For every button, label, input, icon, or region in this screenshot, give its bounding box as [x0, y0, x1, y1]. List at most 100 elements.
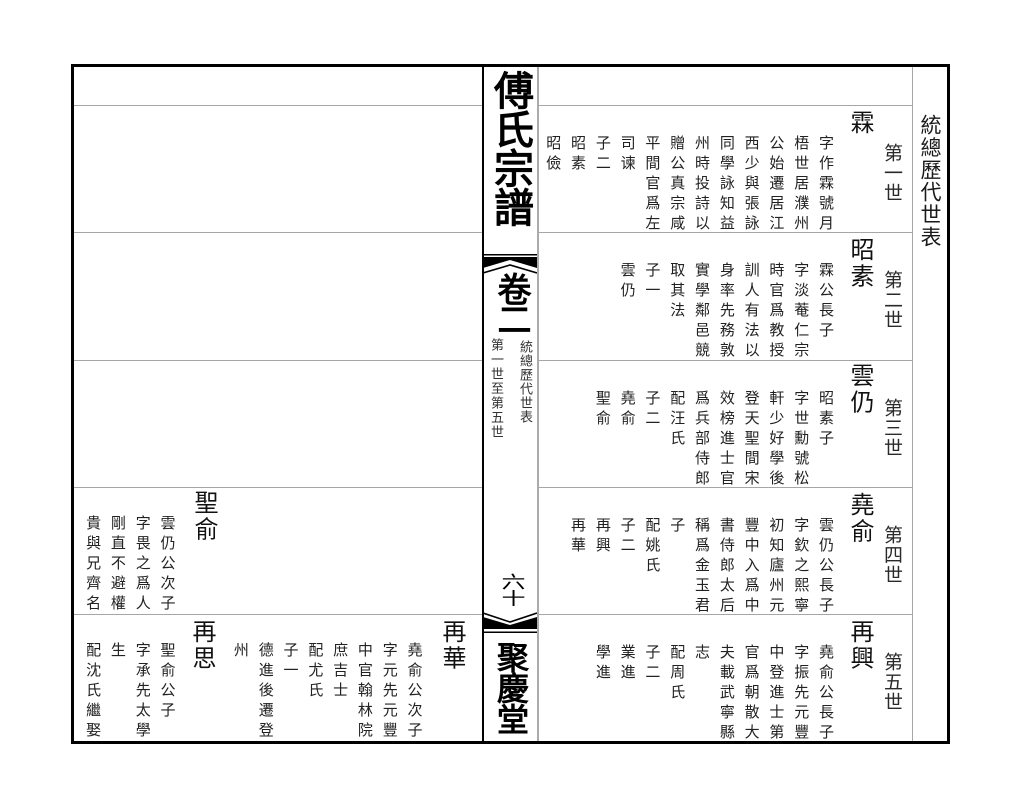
text-column: 中登進士第 — [767, 643, 786, 744]
row-divider — [74, 360, 482, 361]
left-row-4: 聖俞 雲仍公次子 字畏之爲人 剛直不避權 貴與兄齊名 — [74, 487, 482, 615]
center-column-right-border — [537, 67, 539, 741]
text-column: 昭素 — [569, 134, 588, 175]
text-column: 登天聖間宋 — [742, 389, 761, 490]
generation-label: 第二世 — [881, 270, 903, 330]
text-column: 子二 — [643, 389, 662, 430]
text-column: 貴與兄齊名 — [84, 514, 103, 615]
biography-text: 霖公長子 字淡菴仁宗 時官爲教授 訓人有法以 身率先務敦 實學鄰邑競 取其法 子… — [615, 262, 838, 362]
text-column: 堯俞公次子 — [405, 641, 424, 742]
text-column: 志 — [693, 643, 712, 664]
text-column: 雲仍公長子 — [817, 516, 835, 617]
text-column: 贈公真宗咸 — [668, 134, 687, 235]
text-column: 軒少好學後 — [767, 389, 786, 490]
row-divider — [539, 105, 912, 106]
text-column: 司谏 — [618, 134, 637, 175]
text-column: 中官翰林院 — [355, 641, 374, 742]
row-divider — [74, 105, 482, 106]
text-column: 同學詠知益 — [717, 134, 736, 235]
text-column: 昭素子 — [817, 389, 835, 450]
book-title: 傅氏宗譜 — [487, 70, 534, 226]
biography-text: 雲仍公長子 字欽之熙寧 初知廬州元 豐中入爲中 書侍郎太后 稱爲金玉君 子 配姚… — [565, 517, 838, 617]
text-column: 身率先務敦 — [717, 261, 736, 362]
biography-text: 昭素子 字世勳號松 軒少好學後 登天聖間宋 效榜進士官 爲兵部侍郎 配汪氏 子二… — [590, 390, 838, 490]
hall-name: 聚慶堂 — [492, 641, 530, 734]
volume-number: 卷二 — [491, 272, 531, 332]
person-name: 再華 — [438, 619, 466, 672]
generation-label: 第四世 — [881, 525, 903, 585]
row-divider — [539, 487, 912, 488]
person-name: 堯俞 — [846, 492, 874, 545]
text-column: 剛直不避權 — [108, 514, 127, 615]
text-column: 夫載武寧縣 — [717, 643, 736, 744]
row-divider — [74, 487, 482, 488]
text-column: 子二 — [593, 134, 612, 175]
left-row-5: 再華 堯俞公次子 字元先元豐 中官翰林院 庶吉士 配尤氏 子一 德進後遷登 州 … — [74, 614, 482, 742]
biography-text: 字作霖號月 梧世居濮州 公始遷居江 西少與張詠 同學詠知益 州時投詩以 贈公真宗… — [540, 135, 838, 235]
table-header-title: 統總歷代世表 — [918, 114, 942, 249]
generation-row-2: 第二世 昭素 霖公長子 字淡菴仁宗 時官爲教授 訓人有法以 身率先務敦 實學鄰邑… — [540, 232, 912, 362]
text-column: 雲仍 — [618, 261, 637, 302]
text-column: 西少與張詠 — [742, 134, 761, 235]
text-column: 字元先元豐 — [380, 641, 399, 742]
row-divider — [539, 232, 912, 233]
fishtail-top-ornament — [483, 254, 537, 274]
text-column: 訓人有法以 — [742, 261, 761, 362]
text-column: 德進後遷登 — [256, 641, 275, 742]
text-column: 平間官爲左 — [643, 134, 662, 235]
text-column: 字振先元豐 — [792, 643, 811, 744]
row-divider — [539, 360, 912, 361]
biography-text: 雲仍公次子 字畏之爲人 剛直不避權 貴與兄齊名 — [80, 515, 179, 615]
text-column: 效榜進士官 — [717, 389, 736, 490]
text-column: 官爲朝散大 — [742, 643, 761, 744]
text-column: 配汪氏 — [668, 389, 687, 450]
text-column: 配姚氏 — [643, 516, 662, 577]
text-column: 州時投詩以 — [693, 134, 712, 235]
person-name: 雲仍 — [846, 363, 874, 416]
text-column: 配沈氏繼娶 — [84, 641, 103, 742]
left-row-3 — [74, 360, 482, 487]
generation-label: 第五世 — [881, 652, 903, 712]
text-column: 實學鄰邑競 — [693, 261, 712, 362]
biography-text: 堯俞公長子 字振先元豐 中登進士第 官爲朝散大 夫載武寧縣 志 配周氏 子二 業… — [590, 644, 838, 744]
text-column: 書侍郎太后 — [717, 516, 736, 617]
text-column: 聖俞公子 — [158, 641, 177, 722]
biography-text: 堯俞公次子 字元先元豐 中官翰林院 庶吉士 配尤氏 子一 德進後遷登 州 — [228, 642, 426, 742]
person-name: 霖 — [846, 110, 874, 137]
text-column: 配周氏 — [668, 643, 687, 704]
generation-label: 第三世 — [881, 398, 903, 458]
row-divider — [539, 614, 912, 615]
row-divider — [74, 232, 482, 233]
section-title: 統總歷代世表 — [517, 340, 532, 424]
text-column: 字畏之爲人 — [133, 514, 152, 615]
person-name: 再思 — [188, 619, 216, 672]
text-column: 取其法 — [668, 261, 687, 322]
section-range: 第一世至第五世 — [488, 338, 503, 440]
person-name: 聖俞 — [190, 490, 218, 543]
text-column: 爲兵部侍郎 — [693, 389, 712, 490]
text-column: 公始遷居江 — [767, 134, 786, 235]
text-column: 業進 — [618, 643, 637, 684]
text-column: 生 — [108, 641, 127, 662]
text-column: 再華 — [569, 516, 588, 557]
fishtail-bottom-ornament — [483, 612, 537, 633]
center-column-left-border — [482, 67, 484, 741]
text-column: 學進 — [593, 643, 612, 684]
generation-row-3: 第三世 雲仍 昭素子 字世勳號松 軒少好學後 登天聖間宋 效榜進士官 爲兵部侍郎… — [540, 360, 912, 490]
text-column: 字欽之熙寧 — [792, 516, 811, 617]
left-row-2 — [74, 232, 482, 359]
text-column: 子二 — [643, 643, 662, 684]
text-column: 堯俞 — [618, 389, 637, 430]
person-name: 昭素 — [846, 237, 874, 290]
text-column: 雲仍公次子 — [158, 514, 177, 615]
text-column: 初知廬州元 — [767, 516, 786, 617]
person-name: 再興 — [846, 619, 874, 672]
header-strip-divider — [912, 67, 913, 741]
page-number: 六十 — [497, 573, 525, 607]
text-column: 再興 — [593, 516, 612, 557]
text-column: 霖公長子 — [817, 261, 835, 342]
generation-row-1: 第一世 霖 字作霖號月 梧世居濮州 公始遷居江 西少與張詠 同學詠知益 州時投詩… — [540, 105, 912, 235]
text-column: 州 — [231, 641, 250, 662]
text-column: 字淡菴仁宗 — [792, 261, 811, 362]
text-column: 配尤氏 — [306, 641, 325, 702]
